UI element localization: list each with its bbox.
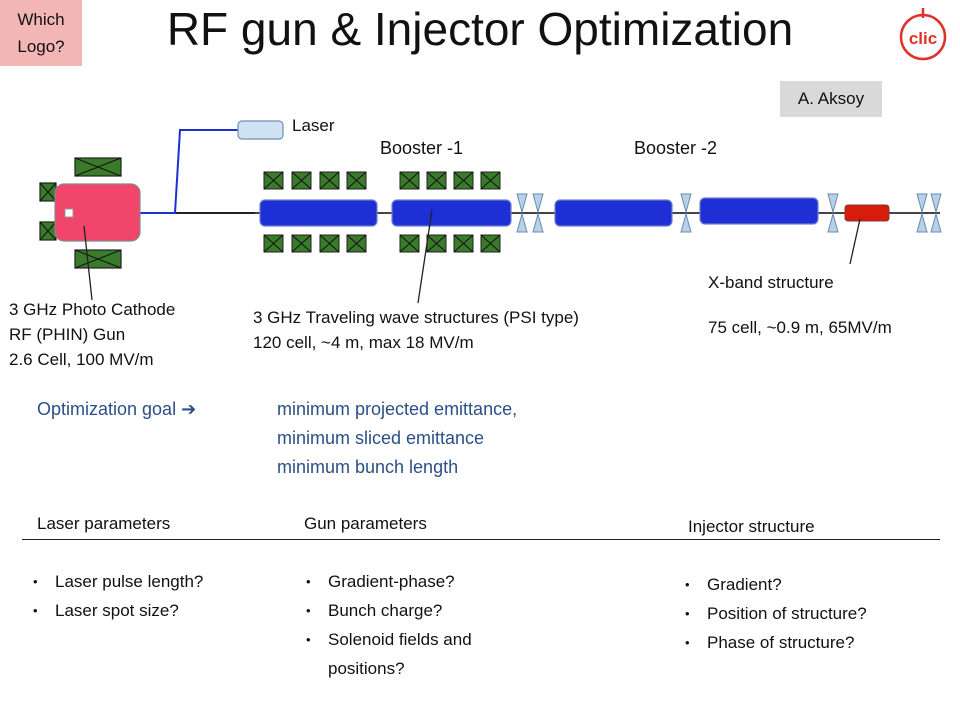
solenoid-cross: [399, 171, 420, 190]
optimization-goal-text: Optimization goal: [37, 399, 177, 419]
page-title: RF gun & Injector Optimization: [166, 3, 794, 55]
author-badge: A. Aksoy: [780, 81, 882, 117]
gun-pointer: [83, 225, 93, 301]
xband-title: X-band structure: [708, 273, 834, 292]
list-item: Gradient?: [685, 570, 915, 599]
optimization-goal-label: Optimization goal ➔: [37, 395, 196, 424]
solenoid-cross: [319, 171, 340, 190]
logo-placeholder-text: Which Logo?: [17, 10, 65, 56]
list-item: Position of structure?: [685, 599, 915, 628]
tws-structure-2: [391, 199, 512, 227]
tws-pointer: [417, 209, 433, 304]
tws-description-line: 3 GHz Traveling wave structures (PSI typ…: [253, 308, 579, 327]
solenoid-cross: [319, 234, 340, 253]
section-divider: [22, 539, 940, 540]
solenoid-cross: [453, 171, 474, 190]
quadrupole: [532, 193, 544, 233]
injector-structure-list: Gradient? Position of structure? Phase o…: [685, 570, 915, 657]
laser-parameters-heading: Laser parameters: [37, 514, 171, 533]
gun-description-line: 2.6 Cell, 100 MV/m: [9, 350, 154, 369]
solenoid-cross: [263, 171, 284, 190]
goal-item: minimum projected emittance,: [277, 399, 518, 419]
solenoid-cross: [291, 234, 312, 253]
goal-item: minimum sliced emittance: [277, 428, 485, 448]
list-item: Solenoid fields and positions?: [306, 625, 546, 683]
svg-text:clic: clic: [909, 29, 937, 48]
xband-structure: [844, 204, 890, 222]
injector-structure-heading: Injector structure: [688, 517, 815, 536]
solenoid-cross: [291, 171, 312, 190]
tws-description: 3 GHz Traveling wave structures (PSI typ…: [253, 305, 579, 355]
solenoid-cross: [346, 234, 367, 253]
solenoid-cross: [480, 171, 501, 190]
solenoid-cross: [453, 234, 474, 253]
gun-parameters-list: Gradient-phase? Bunch charge? Solenoid f…: [306, 567, 546, 683]
optimization-goal-list: minimum projected emittance, minimum sli…: [277, 395, 517, 482]
list-item: Laser pulse length?: [33, 567, 273, 596]
list-item: Gradient-phase?: [306, 567, 546, 596]
quadrupole: [930, 193, 942, 233]
laser-box: [237, 120, 284, 140]
tws-structure-1: [259, 199, 378, 227]
gun-description-line: 3 GHz Photo Cathode: [9, 300, 176, 319]
list-item: Phase of structure?: [685, 628, 915, 657]
list-item: Bunch charge?: [306, 596, 546, 625]
laser-parameters-list: Laser pulse length? Laser spot size?: [33, 567, 273, 625]
xband-pointer: [849, 218, 861, 265]
arrow-right-icon: ➔: [181, 399, 197, 419]
tws-structure-3: [554, 199, 673, 227]
quadrupole: [516, 193, 528, 233]
solenoid-cross: [426, 171, 447, 190]
rf-gun: [54, 183, 141, 242]
tws-structure-4: [699, 197, 819, 225]
quadrupole: [827, 193, 839, 233]
logo-placeholder: Which Logo?: [0, 0, 82, 66]
gun-parameters-heading: Gun parameters: [304, 514, 427, 533]
xband-specs: 75 cell, ~0.9 m, 65MV/m: [708, 318, 892, 337]
gun-description-line: RF (PHIN) Gun: [9, 325, 126, 344]
solenoid-cross: [399, 234, 420, 253]
solenoid-cross: [263, 234, 284, 253]
quadrupole: [916, 193, 928, 233]
solenoid-cross: [480, 234, 501, 253]
booster-2-label: Booster -2: [634, 138, 718, 158]
solenoid-cross: [346, 171, 367, 190]
laser-label: Laser: [292, 116, 335, 135]
solenoid-cross: [426, 234, 447, 253]
gun-description: 3 GHz Photo Cathode RF (PHIN) Gun 2.6 Ce…: [9, 297, 175, 372]
goal-item: minimum bunch length: [277, 457, 459, 477]
booster-1-label: Booster -1: [380, 138, 464, 158]
photocathode: [64, 208, 74, 218]
clic-logo-icon: clic: [899, 8, 947, 61]
quadrupole: [680, 193, 692, 233]
list-item: Laser spot size?: [33, 596, 273, 625]
beamline-diagram: [39, 120, 942, 304]
tws-description-line: 120 cell, ~4 m, max 18 MV/m: [253, 333, 474, 352]
